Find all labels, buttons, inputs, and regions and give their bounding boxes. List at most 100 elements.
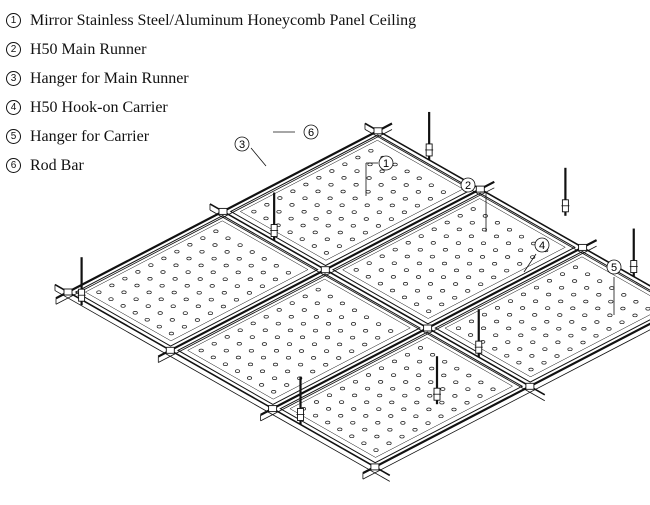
- panel-hole: [593, 333, 599, 338]
- panel-hole: [339, 203, 345, 207]
- panel-hole: [494, 319, 500, 324]
- panel-hole: [325, 420, 331, 425]
- panel-hole: [477, 394, 483, 398]
- panel-hole: [414, 288, 421, 293]
- panel-hole: [288, 315, 294, 319]
- panel-hole: [375, 421, 381, 425]
- panel-hole: [585, 272, 591, 276]
- panel-hole: [354, 169, 360, 173]
- panel-hole: [349, 237, 355, 242]
- panel-hole: [168, 331, 174, 336]
- panel-hole: [426, 407, 432, 412]
- panel-hole: [235, 270, 241, 275]
- panel-hole: [412, 428, 418, 432]
- panel-hole: [544, 320, 550, 324]
- panel-hole: [120, 304, 126, 308]
- panel-hole: [247, 277, 253, 282]
- panel-hole: [199, 249, 205, 254]
- panel-hole: [415, 387, 421, 391]
- panel-hole: [572, 279, 578, 283]
- panel-hole: [529, 354, 535, 358]
- runner-clip: [475, 185, 485, 193]
- panel-hole: [172, 277, 178, 281]
- panel-hole: [211, 341, 217, 346]
- panel-hole: [366, 261, 372, 265]
- panel-hole: [250, 321, 256, 326]
- hook-on-carrier-edge: [54, 290, 390, 482]
- panel-hole: [415, 275, 422, 279]
- panel-hole: [277, 196, 283, 200]
- panel-hole: [289, 203, 295, 207]
- panel-hole: [594, 320, 600, 324]
- panel-hole: [468, 333, 474, 337]
- panel-hole: [481, 326, 487, 331]
- panel-hole: [237, 243, 243, 247]
- panel-hole: [619, 320, 625, 324]
- panel-hole: [352, 379, 359, 384]
- panel-hole: [276, 308, 282, 312]
- panel-hole: [388, 414, 394, 418]
- callouts: 1 2 3 4 5 6: [234, 124, 622, 315]
- main-runner-edge: [158, 187, 495, 363]
- panel-hole: [326, 308, 332, 312]
- runner-clip: [63, 288, 73, 296]
- panel-hole: [341, 176, 347, 180]
- panel-hole: [390, 275, 396, 279]
- panel-hole: [328, 182, 334, 187]
- legend-item: 6 Rod Bar: [6, 151, 416, 180]
- panel-hole: [440, 190, 446, 194]
- panel-hole: [224, 335, 230, 339]
- panel-hole: [316, 176, 322, 180]
- callout-number: 3: [239, 139, 245, 151]
- panel-hole: [469, 220, 475, 225]
- panel-hole: [440, 289, 446, 293]
- panel-hole: [220, 304, 226, 309]
- panel-hole: [466, 373, 472, 378]
- panel-hole: [401, 210, 407, 215]
- panel-hole: [299, 335, 306, 340]
- panel-hole: [387, 427, 393, 432]
- panel-hole: [417, 359, 423, 364]
- panel-hole: [404, 366, 410, 371]
- panel-hole: [546, 279, 553, 283]
- panel-hole: [246, 376, 253, 380]
- panel-hole: [195, 304, 201, 309]
- panel-hole: [453, 282, 459, 286]
- panel-hole: [414, 203, 420, 208]
- panel-hole: [388, 329, 394, 333]
- panel-hole: [405, 241, 411, 245]
- panel-hole: [481, 312, 488, 317]
- panel-hole: [414, 400, 420, 405]
- panel-hole: [455, 241, 461, 245]
- panel-hole: [429, 366, 435, 371]
- main-runner-edge: [260, 245, 597, 422]
- panel-hole: [479, 255, 486, 259]
- panel-hole: [338, 315, 345, 319]
- panel-hole: [457, 214, 463, 218]
- panel-hole: [363, 329, 369, 333]
- panel-hole: [518, 234, 525, 239]
- callout-4: 4: [523, 237, 550, 273]
- panel-hole: [312, 328, 319, 333]
- panel-hole: [324, 237, 330, 242]
- panel-hole: [248, 348, 254, 353]
- panel-hole: [146, 290, 152, 295]
- panel-hole: [378, 366, 385, 370]
- panel-hole: [506, 326, 512, 331]
- panel-hole: [325, 223, 331, 228]
- panel-hole: [350, 322, 357, 326]
- panel-hole: [478, 282, 484, 286]
- hangers: [77, 111, 638, 425]
- panel-hole: [287, 328, 293, 333]
- panel-hole: [571, 292, 577, 297]
- panel-hole: [271, 390, 277, 394]
- panel-hole: [285, 355, 292, 360]
- ceiling-panel: [74, 215, 319, 347]
- panel-hole: [363, 315, 370, 319]
- ceiling-panel: [176, 273, 421, 405]
- panel-hole: [490, 387, 496, 392]
- panel-edge: [187, 278, 411, 400]
- runner-clip: [320, 266, 330, 274]
- panel-hole: [493, 234, 500, 239]
- panel-hole: [378, 380, 384, 384]
